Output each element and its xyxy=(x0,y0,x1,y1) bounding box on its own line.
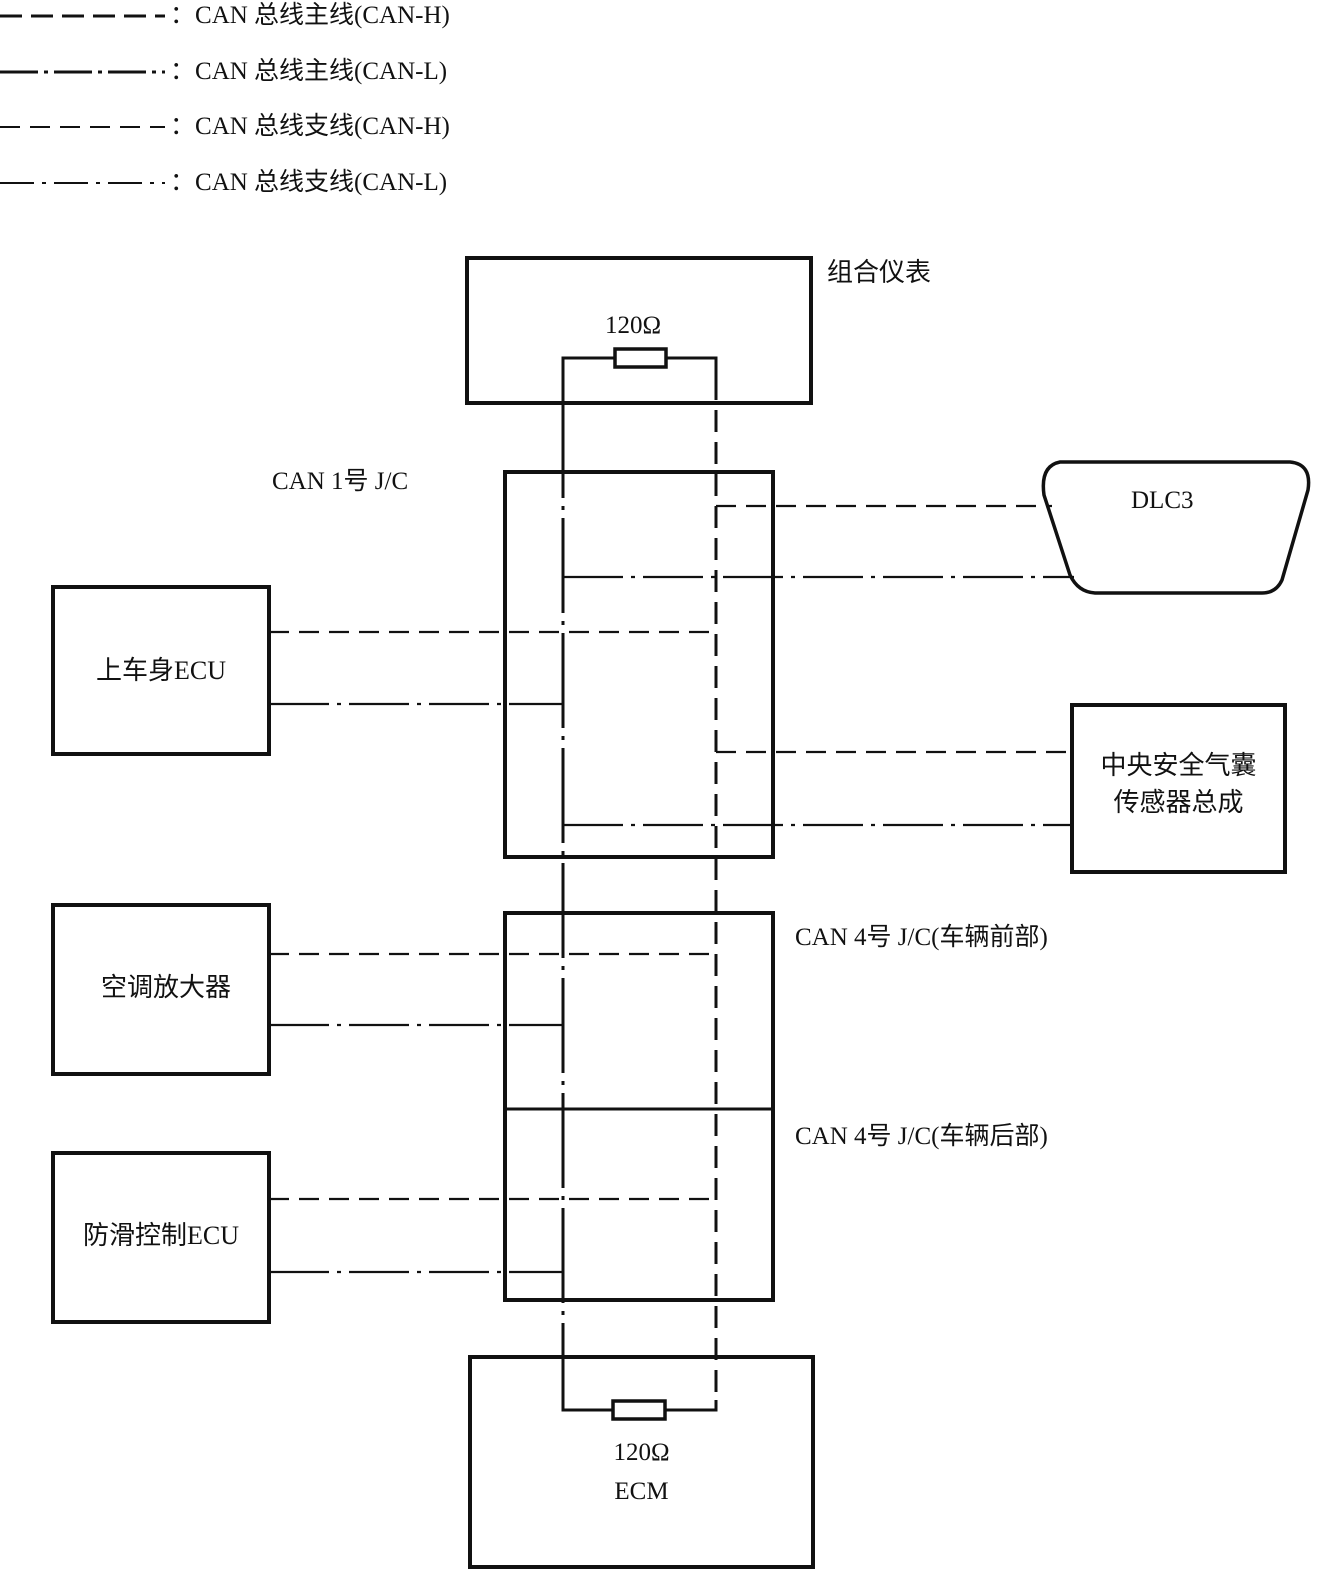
bottom-terminator-wire-l xyxy=(561,1400,613,1412)
dlc3-label: DLC3 xyxy=(1131,487,1194,514)
top-terminator-wire-h xyxy=(666,356,718,378)
combination-meter-box xyxy=(465,256,813,405)
dlc3-connector xyxy=(1041,460,1311,595)
legend-label: CAN 总线支线(CAN-H) xyxy=(195,113,450,140)
legend-item-branch-l: ：CAN 总线支线(CAN-L) xyxy=(170,170,447,195)
airbag-sensor-box xyxy=(1070,703,1287,874)
can1-jc-label: CAN 1号 J/C xyxy=(272,468,409,495)
can4-jc-box xyxy=(503,911,775,1302)
upper-body-ecu-label: 上车身ECU xyxy=(95,656,226,685)
ecm-label: ECM xyxy=(614,1478,669,1505)
legend-item-branch-h: ：CAN 总线支线(CAN-H) xyxy=(170,114,450,139)
legend-label: CAN 总线主线(CAN-H) xyxy=(195,2,450,29)
skid-control-ecu-box xyxy=(51,1151,271,1324)
bottom-terminator-wire-h xyxy=(665,1400,718,1412)
legend-item-main-h: ：CAN 总线主线(CAN-H) xyxy=(170,3,450,28)
top-terminator-resistor xyxy=(613,347,668,369)
can4-jc-rear-label: CAN 4号 J/C(车辆后部) xyxy=(795,1123,1048,1150)
legend-item-main-l: ：CAN 总线主线(CAN-L) xyxy=(170,59,447,84)
combination-meter-label: 组合仪表 xyxy=(827,258,932,287)
legend-separator: ： xyxy=(170,2,196,29)
can1-jc-box xyxy=(503,470,775,859)
top-resistor-value: 120Ω xyxy=(605,312,662,339)
legend-lines xyxy=(0,14,165,184)
bottom-resistor-value: 120Ω xyxy=(613,1439,670,1466)
can4-jc-front-label: CAN 4号 J/C(车辆前部) xyxy=(795,924,1048,951)
legend-label: CAN 总线主线(CAN-L) xyxy=(195,58,448,85)
upper-body-ecu-box xyxy=(51,585,271,756)
legend-separator: ： xyxy=(170,113,196,140)
bottom-terminator-resistor xyxy=(611,1399,667,1421)
ac-amplifier-label: 空调放大器 xyxy=(100,973,231,1002)
airbag-sensor-label-line2: 传感器总成 xyxy=(1113,788,1244,817)
top-terminator-wire-l xyxy=(561,356,615,403)
skid-control-ecu-label: 防滑控制ECU xyxy=(82,1221,239,1250)
legend-label: CAN 总线支线(CAN-L) xyxy=(195,169,448,196)
legend-separator: ： xyxy=(170,169,196,196)
ecm-box xyxy=(468,1355,815,1569)
ac-amplifier-box xyxy=(51,903,271,1076)
legend-separator: ： xyxy=(170,58,196,85)
airbag-sensor-label-line1: 中央安全气囊 xyxy=(1100,751,1257,780)
